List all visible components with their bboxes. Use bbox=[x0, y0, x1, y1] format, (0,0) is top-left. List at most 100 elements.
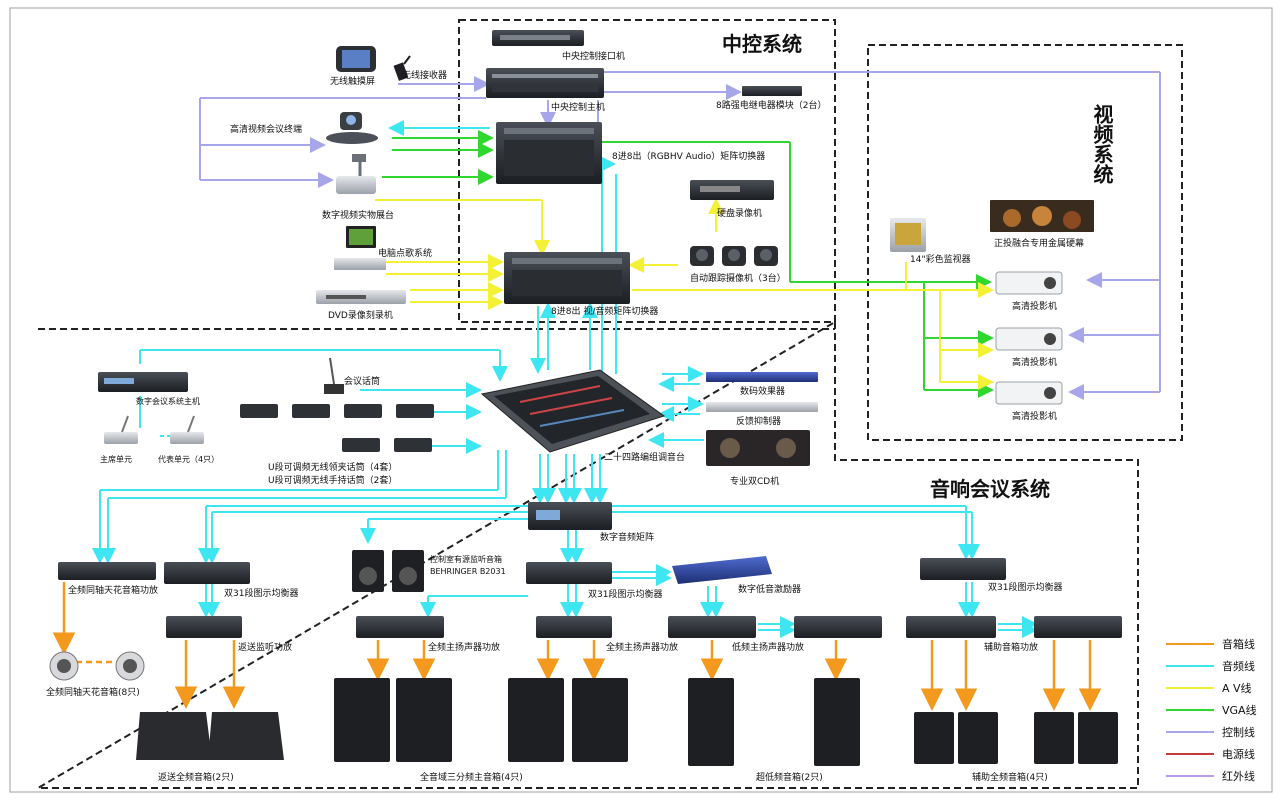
control-lines bbox=[199, 71, 1161, 400]
low-amp-device bbox=[668, 616, 882, 638]
audio-lines bbox=[92, 120, 1038, 638]
feedback-suppressor-label: 反馈抑制器 bbox=[736, 415, 781, 427]
mixer-device bbox=[480, 369, 666, 453]
subwoofers-device bbox=[688, 678, 860, 766]
eq-3-device bbox=[920, 558, 1006, 580]
wireless-touch-label: 无线触摸屏 bbox=[330, 75, 375, 87]
main-amp-2-device bbox=[536, 616, 612, 638]
eq-1-label: 双31段图示均衡器 bbox=[224, 587, 298, 599]
ceiling-speakers-label: 全频同轴天花音箱(8只) bbox=[46, 686, 140, 698]
legend-label: 红外线 bbox=[1222, 769, 1255, 783]
vga-lines bbox=[382, 130, 994, 398]
eq-2-label: 双31段图示均衡器 bbox=[588, 588, 662, 600]
audio-title: 音响会议系统 bbox=[930, 477, 1050, 501]
main-amp-1-label: 全频主扬声器功放 bbox=[428, 641, 500, 653]
uhf-handheld-label: U段可调频无线手持话筒（2套） bbox=[268, 474, 397, 486]
monitor-speaker-label-2: BEHRINGER B2031 bbox=[430, 567, 506, 576]
central-host-device bbox=[486, 68, 604, 98]
ceiling-amp-device bbox=[58, 562, 156, 580]
dvd-recorder-device bbox=[316, 290, 406, 304]
uhf-lapel-label: U段可调频无线领夹话筒（4套） bbox=[268, 461, 397, 473]
projector-3-device bbox=[995, 381, 1063, 405]
eq-1-device bbox=[164, 562, 250, 584]
speaker-lines bbox=[52, 582, 1102, 711]
relay-module-label: 8路强电继电器模块（2台） bbox=[716, 99, 826, 111]
main-speakers-label: 全音域三分频主音箱(4只) bbox=[420, 771, 523, 783]
video-system-box bbox=[867, 44, 1183, 441]
av-matrix-label: 8进8出 视/音频矩阵切换器 bbox=[551, 305, 658, 317]
mixer-label: 二十四路编组调音台 bbox=[604, 451, 685, 463]
av-lines bbox=[375, 198, 994, 390]
wireless-touch-device bbox=[336, 46, 376, 72]
return-speakers-label: 返送全频音箱(2只) bbox=[158, 771, 234, 783]
central-interface-label: 中央控制接口机 bbox=[562, 50, 625, 62]
ceiling-amp-label: 全频同轴天花音箱功放 bbox=[68, 584, 158, 596]
conference-mic-device bbox=[324, 357, 344, 394]
return-speakers-device bbox=[136, 712, 284, 760]
screen-device bbox=[990, 200, 1094, 232]
outer-border bbox=[9, 7, 1273, 793]
av-matrix-device bbox=[504, 252, 630, 304]
tracking-cameras-label: 自动跟踪摄像机（3台） bbox=[690, 272, 786, 284]
projector-3-label: 高清投影机 bbox=[1012, 410, 1057, 422]
low-amp-label: 低频主扬声器功放 bbox=[732, 641, 804, 653]
delegate-unit-label: 代表单元（4只） bbox=[158, 454, 219, 464]
dvr-label: 硬盘录像机 bbox=[717, 207, 762, 219]
dual-cd-label: 专业双CD机 bbox=[730, 475, 779, 487]
projector-1-device bbox=[995, 271, 1063, 295]
relay-module-device bbox=[742, 86, 802, 96]
digital-effects-device bbox=[706, 372, 818, 382]
legend-label: 电源线 bbox=[1222, 747, 1255, 761]
tracking-cameras-device bbox=[690, 246, 778, 266]
monitor-14-label: 14"彩色监视器 bbox=[910, 253, 971, 265]
feedback-suppressor-device bbox=[706, 402, 818, 412]
monitor-speakers-device bbox=[352, 550, 424, 592]
return-amp-device bbox=[166, 616, 242, 638]
projector-2-device bbox=[995, 327, 1063, 351]
ceiling-speakers-device bbox=[49, 651, 145, 681]
central-title: 中控系统 bbox=[722, 32, 802, 56]
conference-host-device bbox=[98, 372, 188, 392]
eq-2-device bbox=[526, 562, 612, 584]
audio-matrix-label: 数字音频矩阵 bbox=[600, 531, 654, 543]
main-speakers-device bbox=[334, 678, 628, 762]
wireless-receiver-label: 无线接收器 bbox=[402, 69, 447, 81]
document-camera-device bbox=[336, 154, 376, 194]
central-control-box bbox=[458, 19, 836, 323]
rgbhv-matrix-device bbox=[496, 122, 602, 184]
wireless-receiver-device bbox=[393, 55, 411, 81]
conference-host-label: 数字会议系统主机 bbox=[136, 396, 200, 406]
audio-system-box bbox=[34, 320, 1139, 789]
video-title: 视频系统 bbox=[1090, 104, 1114, 185]
rgbhv-matrix-label: 8进8出（RGBHV Audio）矩阵切换器 bbox=[612, 150, 765, 162]
main-amp-2-label: 全频主扬声器功放 bbox=[606, 641, 678, 653]
uhf-lapel-device bbox=[240, 404, 434, 418]
pc-song-device bbox=[334, 226, 386, 270]
legend-label: 音频线 bbox=[1222, 659, 1255, 673]
return-amp-label: 返送监听功放 bbox=[238, 641, 292, 653]
legend-label: VGA线 bbox=[1222, 703, 1257, 717]
main-amp-1-device bbox=[356, 616, 444, 638]
chairman-unit-label: 主席单元 bbox=[100, 454, 132, 464]
hd-terminal-label: 高清视频会议终端 bbox=[230, 123, 302, 135]
uhf-handheld-device bbox=[342, 438, 432, 452]
monitor-speaker-label-1: 控制室有源监听音箱 bbox=[430, 554, 502, 564]
screen-label: 正投融合专用金属硬幕 bbox=[994, 237, 1084, 249]
monitor-14-device bbox=[890, 218, 926, 252]
projector-2-label: 高清投影机 bbox=[1012, 356, 1057, 368]
aux-amp-device bbox=[906, 616, 1122, 638]
aux-speakers-device bbox=[914, 712, 1118, 764]
dual-cd-device bbox=[706, 430, 810, 466]
document-camera-label: 数字视频实物展台 bbox=[322, 209, 394, 221]
legend-label: 控制线 bbox=[1222, 725, 1255, 739]
audio-matrix-device bbox=[528, 502, 612, 530]
projector-1-label: 高清投影机 bbox=[1012, 300, 1057, 312]
dvd-recorder-label: DVD录像刻录机 bbox=[328, 309, 393, 321]
hd-terminal-device bbox=[326, 112, 378, 144]
sub-enhancer-label: 数字低音激励器 bbox=[738, 583, 801, 595]
central-host-label: 中央控制主机 bbox=[551, 101, 605, 113]
eq-3-label: 双31段图示均衡器 bbox=[988, 581, 1062, 593]
dvr-device bbox=[690, 180, 774, 200]
